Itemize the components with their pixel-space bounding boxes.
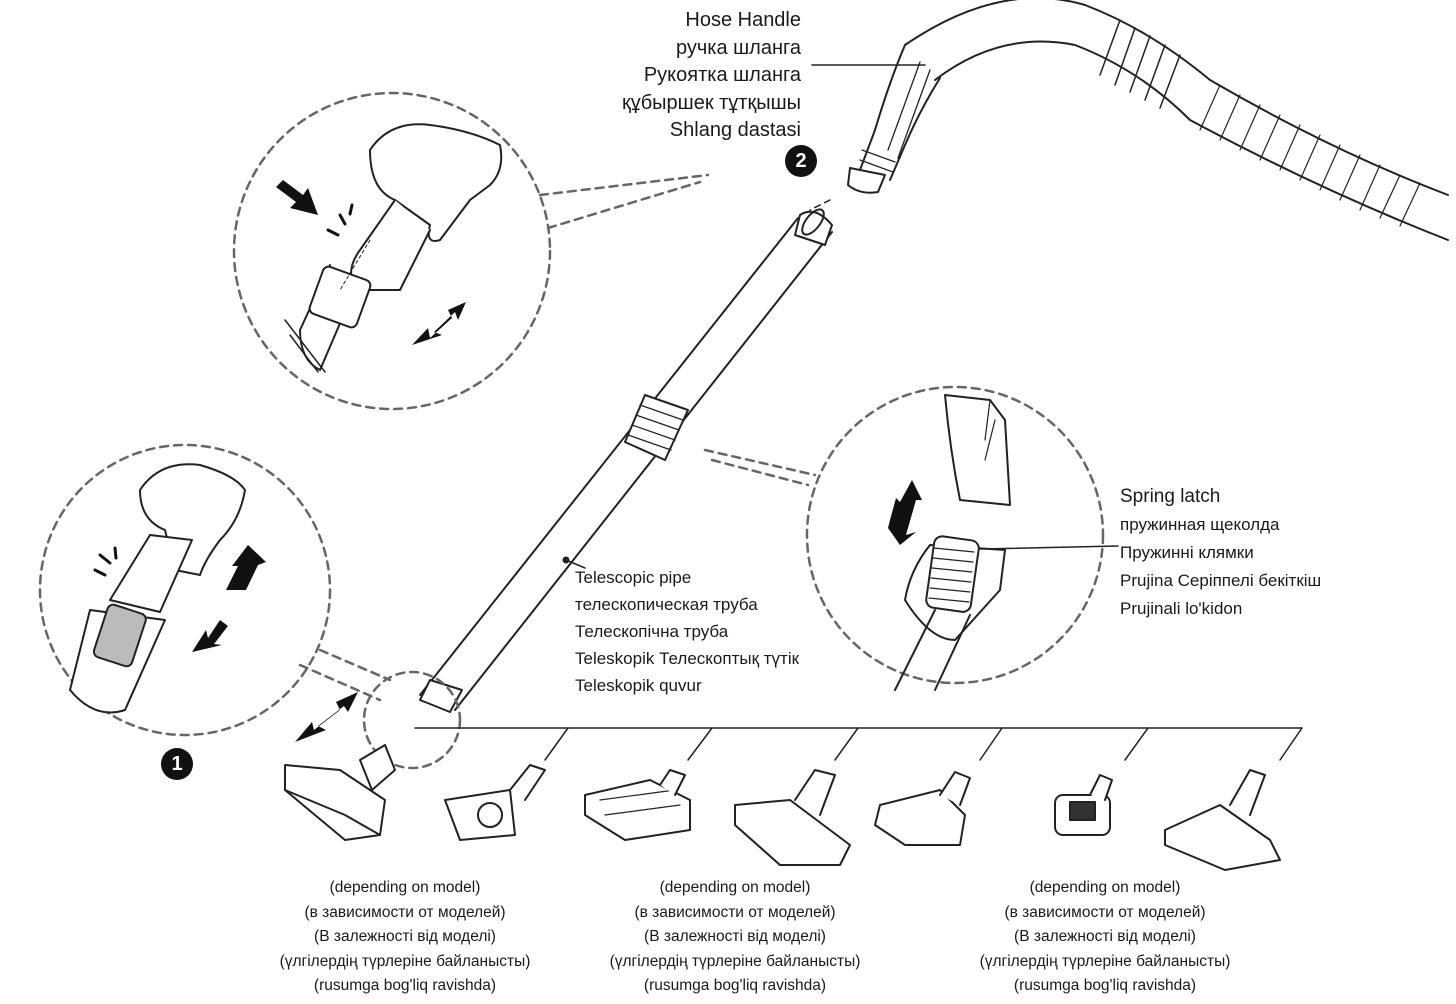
model-note-line: (үлгілердің түрлеріне байланысты) bbox=[279, 952, 531, 970]
detail-circle-right bbox=[703, 385, 1105, 685]
top-detail-hand bbox=[284, 123, 503, 373]
detail-circle-left bbox=[38, 443, 392, 737]
model-note-line: (в зависимости от моделей) bbox=[304, 903, 506, 921]
compact-turbo-nozzle bbox=[1054, 774, 1113, 836]
pipe-label-en: Telescopic pipe bbox=[575, 568, 692, 587]
latch-label-kz: Prujina Серіппелі бекіткіш bbox=[1120, 571, 1322, 590]
hose-handle-label-kz: құбыршек тұтқышы bbox=[621, 91, 801, 114]
left-detail-hand bbox=[69, 463, 246, 714]
hard-floor-nozzle bbox=[1164, 769, 1281, 871]
model-note: (depending on model) (в зависимости от м… bbox=[240, 876, 570, 999]
model-note: (depending on model) (в зависимости от м… bbox=[570, 876, 900, 999]
latch-leader bbox=[979, 545, 1119, 550]
nozzle-bracket bbox=[414, 727, 1303, 761]
model-note-line: (rusumga bog'liq ravishda) bbox=[313, 977, 497, 994]
double-arrow-icon bbox=[295, 692, 358, 742]
right-detail-hands bbox=[894, 394, 1011, 691]
latch-label-ru: пружинная щеколда bbox=[1120, 515, 1280, 534]
model-note-line: (үлгілердің түрлеріне байланысты) bbox=[979, 952, 1231, 970]
pipe-label-uz: Teleskopik quvur bbox=[575, 676, 702, 695]
model-note-line: (В залежності від моделі) bbox=[644, 928, 826, 945]
latch-label-uz: Prujinali lo'kidon bbox=[1120, 599, 1243, 618]
model-note-line: (rusumga bog'liq ravishda) bbox=[1013, 977, 1197, 994]
hose-handle-label-ru: ручка шланга bbox=[675, 36, 801, 59]
model-note-line: (В залежності від моделі) bbox=[1014, 928, 1196, 945]
step-badge-1: 1 bbox=[161, 748, 193, 780]
press-arrow-icon bbox=[276, 180, 318, 215]
click-mark-icon bbox=[93, 203, 354, 577]
model-note-line: (depending on model) bbox=[329, 879, 481, 896]
model-note-line: (В залежності від моделі) bbox=[314, 928, 496, 945]
double-arrow-icon bbox=[888, 480, 922, 545]
model-note-line: (в зависимости от моделей) bbox=[634, 903, 836, 921]
pipe-label-kz: Teleskopik Телескоптық түтік bbox=[575, 649, 800, 668]
floor-brush-nozzle bbox=[734, 769, 851, 866]
hose bbox=[897, 0, 1456, 243]
hose-handle bbox=[847, 44, 941, 194]
telescopic-pipe bbox=[419, 208, 833, 713]
turbo-nozzle-1 bbox=[444, 764, 546, 841]
double-arrow-icon bbox=[226, 545, 266, 590]
hose-handle-label-uz: Shlang dastasi bbox=[669, 119, 801, 141]
detail-circle-small bbox=[362, 670, 462, 770]
floor-nozzle-main bbox=[284, 744, 396, 841]
turbo-nozzle-2 bbox=[584, 769, 691, 841]
model-note-line: (depending on model) bbox=[1029, 879, 1181, 896]
spring-latch-label: Spring latch пружинная щеколда Пружинні … bbox=[1120, 483, 1321, 623]
pipe-label-ru: телескопическая труба bbox=[575, 595, 758, 614]
model-note-line: (в зависимости от моделей) bbox=[1004, 903, 1206, 921]
hose-handle-label-en: Hose Handle bbox=[685, 9, 801, 31]
latch-label-en: Spring latch bbox=[1120, 486, 1221, 507]
model-note-line: (үлгілердің түрлеріне байланысты) bbox=[609, 952, 861, 970]
telescopic-pipe-label: Telescopic pipe телескопическая труба Те… bbox=[575, 564, 799, 699]
pipe-label-ua: Телескопічна труба bbox=[575, 622, 729, 641]
hose-handle-label: Hose Handle ручка шланга Рукоятка шланга… bbox=[622, 7, 801, 145]
turbo-nozzle-3 bbox=[874, 771, 971, 846]
double-arrow-icon bbox=[412, 302, 466, 345]
model-note-line: (depending on model) bbox=[659, 879, 811, 896]
model-note: (depending on model) (в зависимости от м… bbox=[940, 876, 1270, 999]
step-badge-2: 2 bbox=[785, 145, 817, 177]
double-arrow-icon bbox=[192, 620, 228, 652]
detail-circle-top bbox=[232, 91, 710, 411]
hose-handle-label-ru2: Рукоятка шланга bbox=[643, 64, 801, 86]
model-note-line: (rusumga bog'liq ravishda) bbox=[643, 977, 827, 994]
latch-label-ua: Пружинні клямки bbox=[1120, 543, 1254, 562]
